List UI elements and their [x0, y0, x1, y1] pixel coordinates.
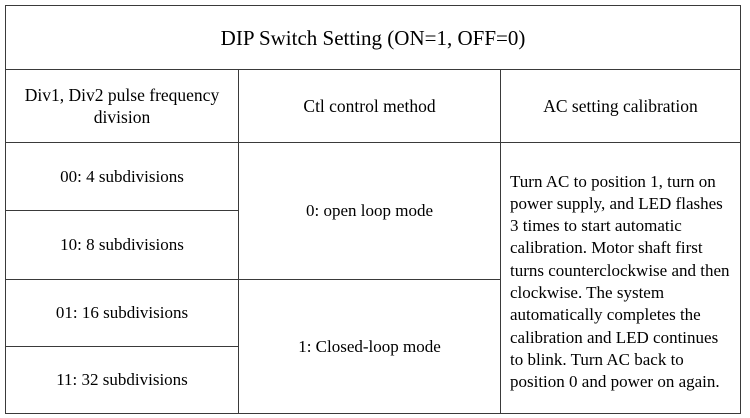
table-title-row: DIP Switch Setting (ON=1, OFF=0): [4, 5, 742, 70]
table-row: 10: 8 subdivisions: [5, 210, 741, 280]
page-title: DIP Switch Setting (ON=1, OFF=0): [4, 5, 742, 70]
column-header-ctl-control-method: Ctl control method: [238, 69, 501, 143]
table-row: 11: 32 subdivisions: [5, 346, 741, 414]
calibration-instructions: Turn AC to position 1, turn on power sup…: [499, 142, 742, 414]
table-row: 00: 4 subdivisions 0: open loop mode Tur…: [5, 142, 742, 414]
column-header-divisions: Div1, Div2 pulse frequency division: [5, 69, 239, 143]
table-header-row: Div1, Div2 pulse frequency division Ctl …: [5, 69, 742, 143]
subdivision-value-00: 00: 4 subdivisions: [5, 142, 239, 211]
dip-switch-setting-table: DIP Switch Setting (ON=1, OFF=0) Div1, D…: [4, 5, 742, 414]
subdivision-value-10: 10: 8 subdivisions: [5, 210, 239, 280]
subdivision-value-11: 11: 32 subdivisions: [5, 346, 239, 414]
control-method-closed-loop: 1: Closed-loop mode: [238, 279, 501, 414]
table-row: 01: 16 subdivisions 1: Closed-loop mode: [5, 279, 741, 414]
column-header-ac-setting-calibration: AC setting calibration: [499, 69, 742, 143]
subdivision-value-01: 01: 16 subdivisions: [5, 279, 239, 347]
control-method-open-loop: 0: open loop mode: [238, 142, 501, 280]
